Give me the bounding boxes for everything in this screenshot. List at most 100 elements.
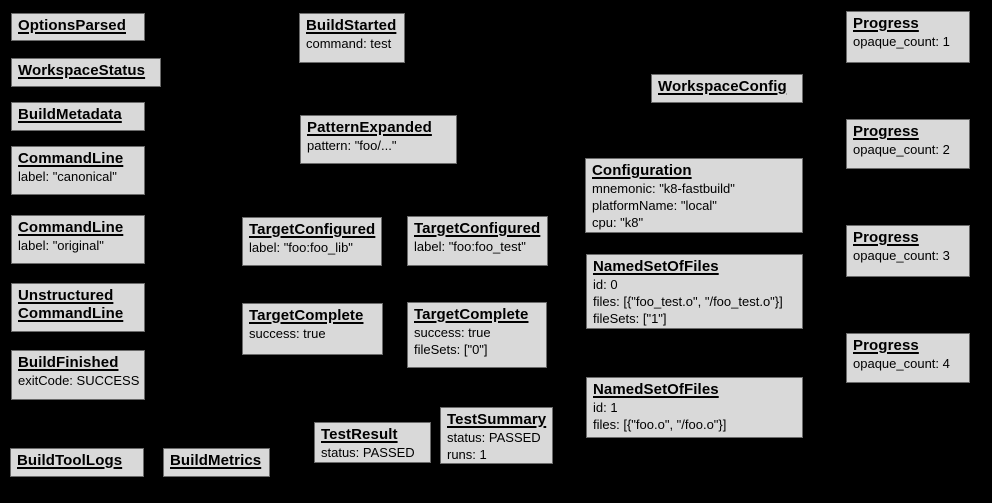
event-box-field: fileSets: ["0"]: [414, 342, 488, 357]
event-box-title-line: BuildToolLogs: [17, 452, 123, 469]
event-box-field: id: 0: [593, 277, 618, 292]
event-box-target-configured-foo-test: TargetConfigured label: "foo:foo_test": [407, 216, 548, 266]
event-box-test-summary: TestSummary status: PASSED runs: 1: [440, 407, 553, 464]
event-box-field: files: [{"foo_test.o", "/foo_test.o"}]: [593, 294, 783, 309]
event-box-configuration: Configuration mnemonic: "k8-fastbuild" pla…: [585, 158, 803, 233]
event-box-title-line: Unstructured: [18, 287, 114, 304]
event-box-field: fileSets: ["1"]: [593, 311, 667, 326]
event-box-field: success: true: [414, 325, 491, 340]
event-box-title: BuildToolLogs: [17, 452, 137, 470]
event-box-title: OptionsParsed: [18, 17, 138, 35]
event-box-test-result: TestResult status: PASSED: [314, 422, 431, 463]
event-box-progress-1: Progress opaque_count: 1: [846, 11, 970, 63]
event-box-title: BuildMetrics: [170, 452, 263, 470]
event-box-title-line: TargetComplete: [249, 307, 364, 324]
event-box-field: success: true: [249, 326, 326, 341]
event-box-title-line: TargetConfigured: [249, 221, 376, 238]
event-box-field: command: test: [306, 36, 392, 51]
event-box-field: opaque_count: 3: [853, 248, 950, 263]
event-box-title: Progress: [853, 123, 963, 141]
event-box-title: TargetComplete: [249, 307, 376, 325]
event-box-field: platformName: "local": [592, 198, 717, 213]
event-box-title-line: OptionsParsed: [18, 17, 126, 34]
event-box-title: TargetConfigured: [414, 220, 541, 238]
event-box-workspace-config: WorkspaceConfig: [651, 74, 803, 103]
event-box-title-line: BuildMetadata: [18, 106, 122, 123]
event-box-title-line: CommandLine: [18, 150, 124, 167]
event-box-title-line: TestResult: [321, 426, 398, 443]
event-box-title: BuildStarted: [306, 17, 398, 35]
event-box-title-line: Progress: [853, 337, 919, 354]
event-box-field: opaque_count: 4: [853, 356, 950, 371]
event-box-title: NamedSetOfFiles: [593, 258, 796, 276]
event-box-build-tool-logs: BuildToolLogs: [10, 448, 144, 477]
event-box-title-line: WorkspaceConfig: [658, 78, 787, 95]
event-box-title: CommandLine: [18, 219, 138, 237]
event-box-command-line-canonical: CommandLine label: "canonical": [11, 146, 145, 195]
event-box-field: exitCode: SUCCESS: [18, 373, 140, 388]
event-box-build-finished: BuildFinished exitCode: SUCCESS: [11, 350, 145, 400]
event-box-options-parsed: OptionsParsed: [11, 13, 145, 41]
event-box-field: status: PASSED: [321, 445, 415, 460]
event-box-title-line: TargetConfigured: [414, 220, 541, 237]
event-box-progress-4: Progress opaque_count: 4: [846, 333, 970, 383]
event-box-title-line: BuildStarted: [306, 17, 397, 34]
event-box-title: Progress: [853, 229, 963, 247]
event-box-title-line: Progress: [853, 123, 919, 140]
event-box-named-set-of-files-0: NamedSetOfFiles id: 0 files: [{"foo_test.o…: [586, 254, 803, 329]
event-box-title-line: Configuration: [592, 162, 692, 179]
event-box-field: files: [{"foo.o", "/foo.o"}]: [593, 417, 727, 432]
event-box-title-line: NamedSetOfFiles: [593, 381, 719, 398]
event-box-field: label: "foo:foo_test": [414, 239, 526, 254]
event-box-title-line: CommandLine: [18, 305, 124, 322]
event-box-progress-2: Progress opaque_count: 2: [846, 119, 970, 169]
event-box-field: label: "canonical": [18, 169, 117, 184]
event-box-pattern-expanded: PatternExpanded pattern: "foo/...": [300, 115, 457, 164]
event-box-build-started: BuildStarted command: test: [299, 13, 405, 63]
event-box-workspace-status: WorkspaceStatus: [11, 58, 161, 87]
event-box-title-line: Progress: [853, 229, 919, 246]
event-box-title: WorkspaceStatus: [18, 62, 154, 80]
event-box-title: NamedSetOfFiles: [593, 381, 796, 399]
event-box-command-line-original: CommandLine label: "original": [11, 215, 145, 264]
event-box-field: opaque_count: 1: [853, 34, 950, 49]
event-box-title: BuildMetadata: [18, 106, 138, 124]
event-box-target-configured-foo-lib: TargetConfigured label: "foo:foo_lib": [242, 217, 382, 266]
event-box-title-line: WorkspaceStatus: [18, 62, 146, 79]
event-box-title: BuildFinished: [18, 354, 138, 372]
event-box-build-metadata: BuildMetadata: [11, 102, 145, 131]
event-box-title: Progress: [853, 337, 963, 355]
event-box-field: status: PASSED: [447, 430, 541, 445]
event-box-title: Configuration: [592, 162, 796, 180]
event-box-title-line: TargetComplete: [414, 306, 529, 323]
event-box-field: cpu: "k8": [592, 215, 644, 230]
event-box-title-line: NamedSetOfFiles: [593, 258, 719, 275]
event-box-progress-3: Progress opaque_count: 3: [846, 225, 970, 277]
event-box-title-line: BuildFinished: [18, 354, 119, 371]
event-box-title: TestSummary: [447, 411, 546, 429]
event-box-title: PatternExpanded: [307, 119, 450, 137]
event-box-title: Progress: [853, 15, 963, 33]
event-box-title-line: PatternExpanded: [307, 119, 432, 136]
event-box-field: id: 1: [593, 400, 618, 415]
event-box-field: label: "original": [18, 238, 104, 253]
event-box-target-complete-foo-test: TargetComplete success: true fileSets: ["0…: [407, 302, 547, 368]
event-box-title: TargetComplete: [414, 306, 540, 324]
event-box-named-set-of-files-1: NamedSetOfFiles id: 1 files: [{"foo.o", "/…: [586, 377, 803, 438]
event-box-title-line: CommandLine: [18, 219, 124, 236]
event-box-field: opaque_count: 2: [853, 142, 950, 157]
event-box-title: CommandLine: [18, 150, 138, 168]
event-box-title-line: TestSummary: [447, 411, 547, 428]
event-box-title: TargetConfigured: [249, 221, 375, 239]
event-box-title-line: BuildMetrics: [170, 452, 262, 469]
event-box-title: WorkspaceConfig: [658, 78, 796, 96]
event-box-title-line: Progress: [853, 15, 919, 32]
event-box-field: pattern: "foo/...": [307, 138, 397, 153]
event-box-field: runs: 1: [447, 447, 487, 462]
event-box-title: TestResult: [321, 426, 424, 444]
event-box-field: mnemonic: "k8-fastbuild": [592, 181, 735, 196]
event-box-field: label: "foo:foo_lib": [249, 240, 353, 255]
